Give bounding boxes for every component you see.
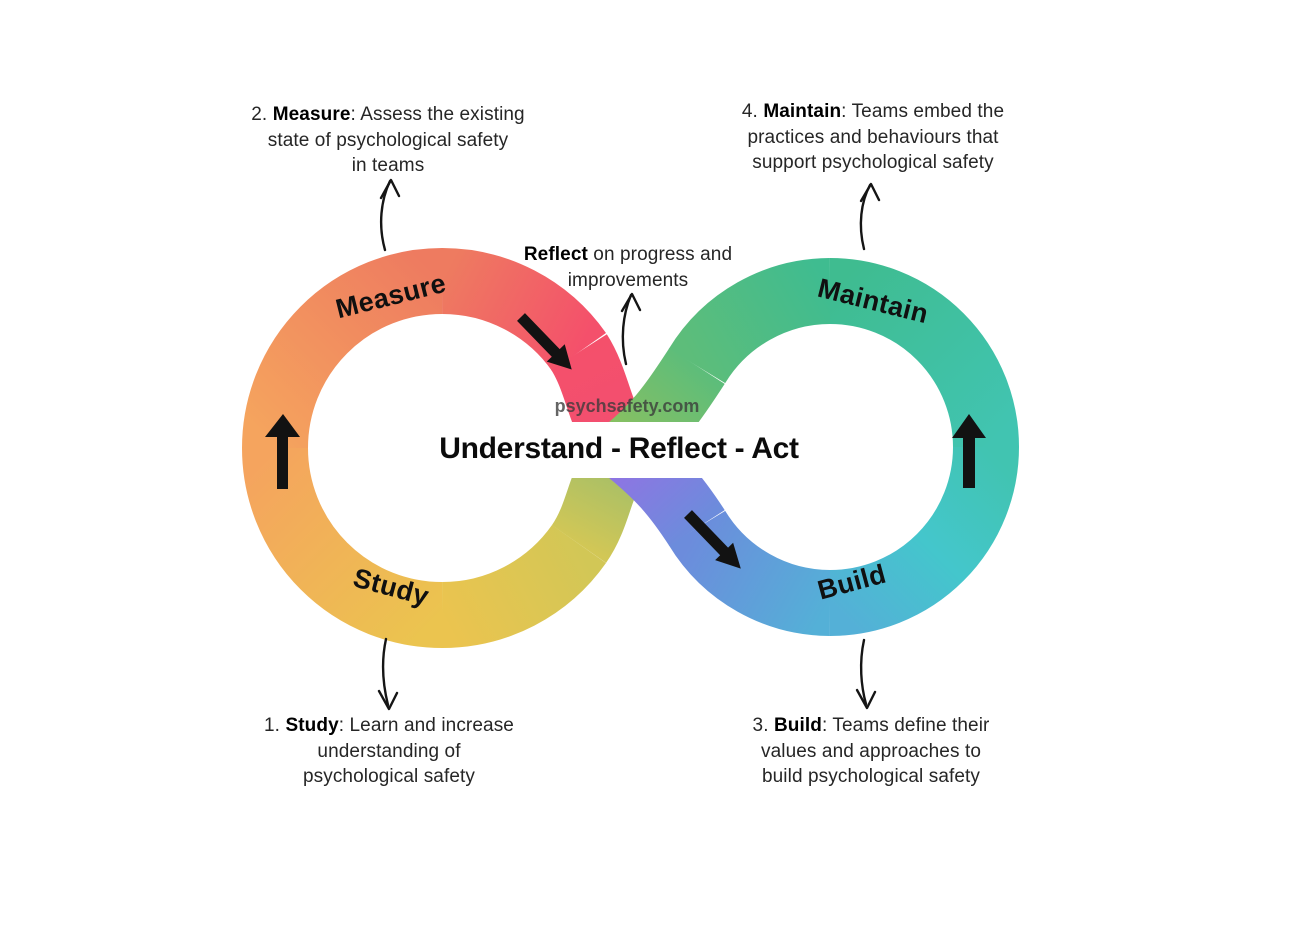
callout-reflect: Reflect on progress and improvements	[478, 242, 778, 293]
callout-measure-line2: state of psychological safety	[267, 129, 509, 151]
callout-arrow-study-icon	[377, 637, 399, 711]
callout-maintain-line2: practices and behaviours that	[747, 126, 999, 148]
callout-arrows	[377, 178, 881, 711]
callout-arrow-build-icon	[855, 638, 877, 710]
callout-study-line2: understanding of	[317, 740, 461, 762]
callout-arrow-maintain-icon	[859, 182, 881, 251]
callout-study-line1: 1. Study: Learn and increase	[264, 715, 514, 736]
right-loop-bottom-arc	[668, 510, 831, 636]
callout-build-line2: values and approaches to	[761, 740, 981, 762]
callout-reflect-line2: improvements	[567, 269, 689, 291]
callout-build-line3: build psychological safety	[761, 766, 981, 787]
right-loop-right-lower-arc	[829, 446, 1019, 636]
callout-maintain: 4. Maintain: Teams embed the practices a…	[673, 99, 1073, 176]
page-title: Understand - Reflect - Act	[439, 432, 799, 465]
callout-arrow-reflect-icon	[620, 292, 642, 366]
flow-arrow-up-right-icon	[952, 414, 986, 488]
callout-study: 1. Study: Learn and increase understandi…	[189, 713, 589, 790]
flow-arrow-diagonal-top-icon	[517, 313, 572, 370]
callout-measure-line3: in teams	[351, 155, 425, 176]
right-loop-top-arc	[668, 258, 831, 384]
left-loop-left-upper-arc	[242, 248, 443, 449]
flow-arrow-up-left-icon	[265, 414, 300, 489]
center-title-backdrop	[544, 422, 758, 478]
flow-arrow-diagonal-bottom-shape	[684, 510, 741, 569]
flow-arrow-diagonal-bottom-icon	[684, 510, 741, 569]
callout-maintain-line1: 4. Maintain: Teams embed the	[741, 101, 1005, 122]
left-loop-bottom-arc	[441, 524, 606, 649]
callout-measure: 2. Measure: Assess the existing state of…	[188, 102, 588, 179]
callout-build-line1: 3. Build: Teams define their	[752, 715, 990, 736]
callout-measure-line1: 2. Measure: Assess the existing	[251, 104, 525, 125]
left-loop-top-arc	[441, 247, 606, 372]
callout-reflect-line1: Reflect on progress and	[523, 244, 733, 265]
callout-maintain-line3: support psychological safety	[752, 152, 994, 173]
callout-arrow-measure-icon	[379, 178, 401, 252]
watermark: psychsafety.com	[554, 396, 700, 416]
right-loop-right-upper-arc	[829, 258, 1019, 448]
callout-study-line3: psychological safety	[302, 766, 476, 787]
flow-arrow-diagonal-top-shape	[517, 313, 572, 370]
callout-build: 3. Build: Teams define their values and …	[671, 713, 1071, 790]
